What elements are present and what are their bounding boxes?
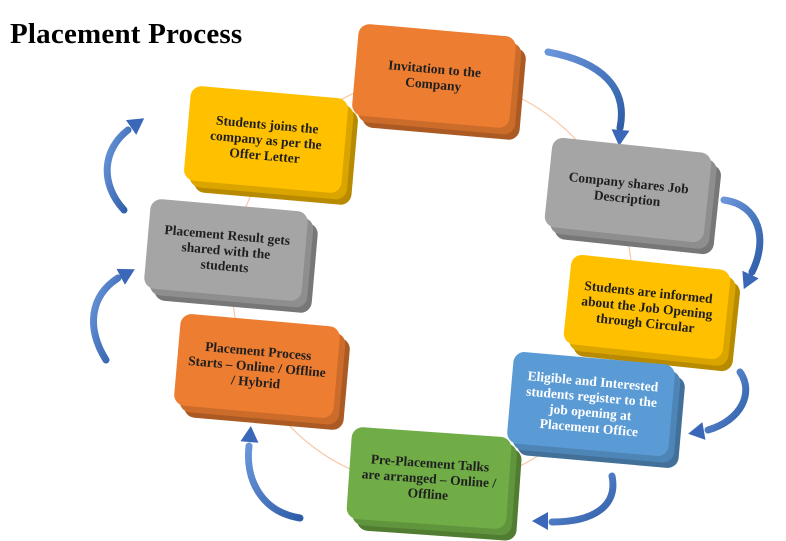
step-result: Placement Result getsshared with thestud… [144, 199, 318, 313]
cycle-arrow-7 [103, 118, 145, 214]
step-job-description-face [544, 137, 712, 243]
step-job-description: Company shares JobDescription [544, 137, 721, 255]
step-label-line: students [200, 256, 249, 275]
step-label-line: job opening at [548, 401, 633, 423]
cycle-arrow-4 [532, 472, 617, 530]
step-pre-placement-face [346, 427, 512, 529]
step-registration-face [507, 352, 675, 456]
step-label-line: / Hybrid [229, 372, 281, 391]
step-label-line: Company [405, 74, 463, 94]
cycle-arrow-6 [90, 268, 135, 364]
step-joining: Students joins thecompany as per theOffe… [184, 86, 358, 205]
cycle-arrow-2 [720, 196, 764, 290]
cycle-arrow-1 [544, 48, 630, 146]
step-invitation-label: Invitation to theCompany [386, 57, 481, 95]
step-result-face [144, 199, 308, 301]
step-pre-placement-label: Pre-Placement Talksare arranged – Online… [360, 451, 498, 506]
cycle-arrow-3 [688, 368, 750, 440]
step-process-starts: Placement ProcessStarts – Online / Offli… [174, 314, 350, 430]
step-invitation: Invitation to theCompany [352, 24, 526, 140]
page-title: Placement Process [10, 18, 243, 50]
step-label-line: Description [593, 187, 661, 209]
step-label-line: Offline [407, 485, 448, 503]
step-pre-placement: Pre-Placement Talksare arranged – Online… [346, 427, 522, 541]
step-registration: Eligible and Interestedstudents register… [507, 352, 685, 468]
step-invitation-face [352, 24, 516, 128]
step-process-starts-face [174, 314, 340, 418]
step-circular: Students are informedabout the Job Openi… [563, 254, 740, 372]
cycle-arrow-5 [240, 426, 304, 522]
step-circular-face [563, 254, 731, 360]
step-joining-face [184, 86, 348, 193]
step-label-line: Offer Letter [229, 145, 301, 166]
